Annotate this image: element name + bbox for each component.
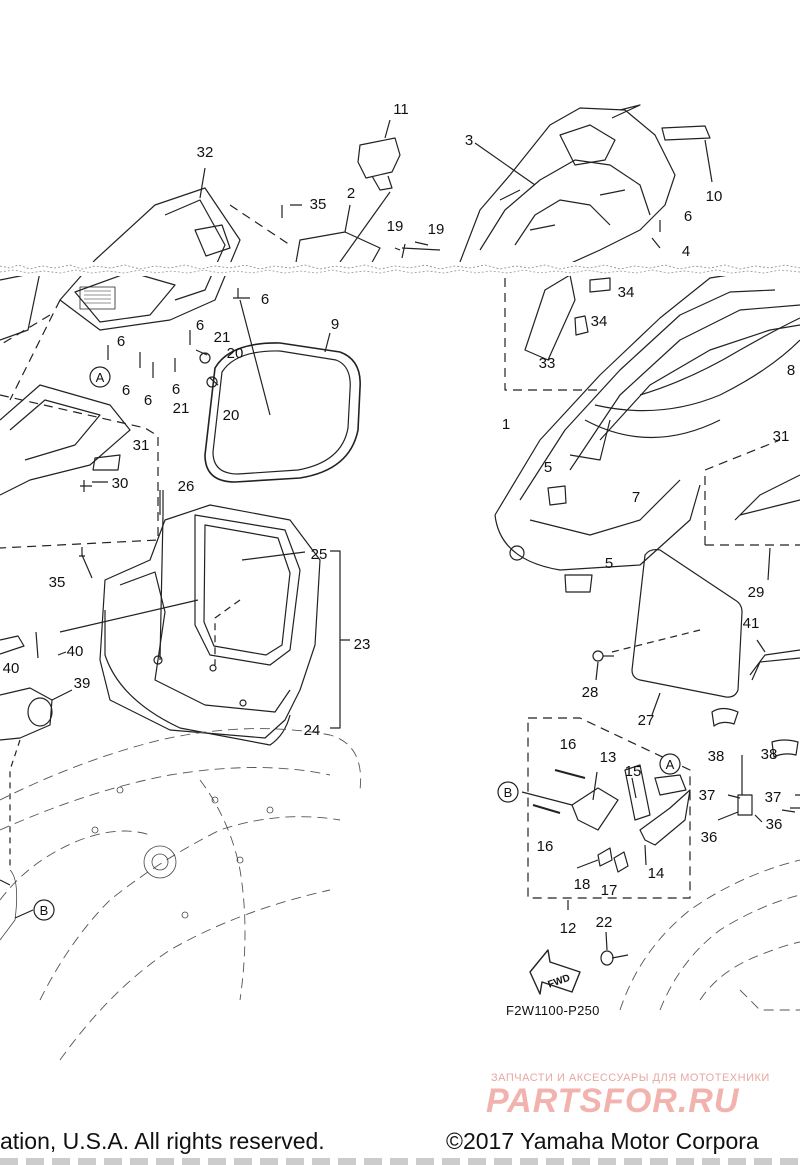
clip-parts-36-38	[711, 707, 800, 816]
callout-label: 38	[761, 746, 778, 763]
callout-label: 7	[632, 489, 640, 506]
right-side-cover	[734, 474, 800, 521]
torn-edge-divider	[0, 262, 800, 276]
callout-label: 26	[178, 478, 195, 495]
callout-label: 3	[465, 132, 473, 149]
callout-label: 29	[748, 584, 765, 601]
seal-ring-part	[204, 342, 361, 483]
callout-label: 28	[582, 684, 599, 701]
bolt-22-part	[600, 950, 629, 966]
callout-label: 6	[196, 317, 204, 334]
callout-label: 19	[387, 218, 404, 235]
callout-label: 33	[539, 355, 556, 372]
callout-label: 16	[560, 736, 577, 753]
ref-letter: A	[666, 757, 675, 772]
callout-label: 2	[347, 185, 355, 202]
callout-label: 1	[502, 416, 510, 433]
callout-label: 35	[49, 574, 66, 591]
fwd-arrow	[529, 949, 581, 995]
callout-label: 19	[428, 221, 445, 238]
callout-label: 31	[133, 437, 150, 454]
callout-label: 10	[706, 188, 723, 205]
callout-label: 9	[331, 316, 339, 333]
callout-label: 5	[544, 459, 552, 476]
callout-label: 36	[701, 829, 718, 846]
callout-label: 6	[122, 382, 130, 399]
callout-label: 6	[261, 291, 269, 308]
callout-label: 21	[173, 400, 190, 417]
callout-label: 6	[144, 392, 152, 409]
callout-label: 4	[682, 243, 690, 260]
callout-label: 6	[172, 381, 180, 398]
callout-label: 11	[393, 101, 409, 118]
callout-label: 38	[708, 748, 725, 765]
ref-letter: B	[504, 785, 513, 800]
callout-label: 23	[354, 636, 371, 653]
callout-label: 6	[684, 208, 692, 225]
hull-frame-part	[459, 107, 676, 269]
callout-label: 34	[591, 313, 608, 330]
callout-label: 18	[574, 876, 591, 893]
ref-marker-a-right	[659, 753, 681, 775]
callout-label: 25	[311, 546, 328, 563]
front-cover-part	[494, 269, 800, 593]
callout-label: 40	[3, 660, 20, 677]
ref-marker-b-right	[497, 781, 519, 803]
ref-marker-b-left	[33, 899, 55, 921]
callout-label: 12	[560, 920, 577, 937]
callout-label: 14	[648, 865, 665, 882]
callout-label: 36	[766, 816, 783, 833]
screw-28-part	[592, 650, 614, 662]
callout-label: 27	[638, 712, 655, 729]
diagram-part-code: F2W1100-P250	[506, 1003, 600, 1018]
copyright-right: ©2017 Yamaha Motor Corpora	[446, 1128, 759, 1154]
callout-label: 37	[699, 787, 716, 804]
callout-label: 41	[743, 615, 760, 632]
ref-letter: B	[40, 903, 49, 918]
watermark-subtitle: ЗАПЧАСТИ И АКСЕССУАРЫ ДЛЯ МОТОТЕХНИКИ	[491, 1072, 770, 1084]
callout-label: 22	[596, 914, 613, 931]
callout-label: 30	[112, 475, 129, 492]
right-upper-bracket	[524, 274, 611, 361]
hull-outline-right	[619, 859, 800, 1011]
callout-label: 31	[773, 428, 790, 445]
ref-marker-a-left	[89, 366, 111, 388]
ref-letter: A	[96, 370, 105, 385]
watermark-logo: PARTSFOR.RU	[486, 1082, 740, 1120]
hull-outline-left	[0, 728, 362, 1061]
hull-detail-left	[0, 786, 274, 941]
pedal-assembly	[532, 764, 691, 873]
scan-edge-strip	[0, 1158, 800, 1165]
callout-label: 15	[625, 763, 642, 780]
bracket-41-part	[749, 649, 800, 681]
callout-label: 6	[117, 333, 125, 350]
panel-27-part	[631, 548, 743, 698]
callout-label: 8	[787, 362, 795, 379]
callout-label: 34	[618, 284, 635, 301]
callout-label: 40	[67, 643, 84, 660]
callout-label: 37	[765, 789, 782, 806]
callout-label: 13	[600, 749, 617, 766]
copyright-left: ation, U.S.A. All rights reserved.	[0, 1128, 325, 1154]
left-side-cover	[0, 384, 131, 496]
decal-10	[661, 125, 711, 141]
callout-label: 39	[74, 675, 91, 692]
callout-label: 21	[214, 329, 231, 346]
callout-label: 20	[227, 345, 244, 362]
callout-label: 5	[605, 555, 613, 572]
callout-label: 24	[304, 722, 321, 739]
callout-label: 32	[197, 144, 214, 161]
callout-label: 16	[537, 838, 554, 855]
left-small-parts	[0, 205, 661, 741]
callout-label: 17	[601, 882, 618, 899]
callout-label: 20	[223, 407, 240, 424]
callout-label: 35	[310, 196, 327, 213]
